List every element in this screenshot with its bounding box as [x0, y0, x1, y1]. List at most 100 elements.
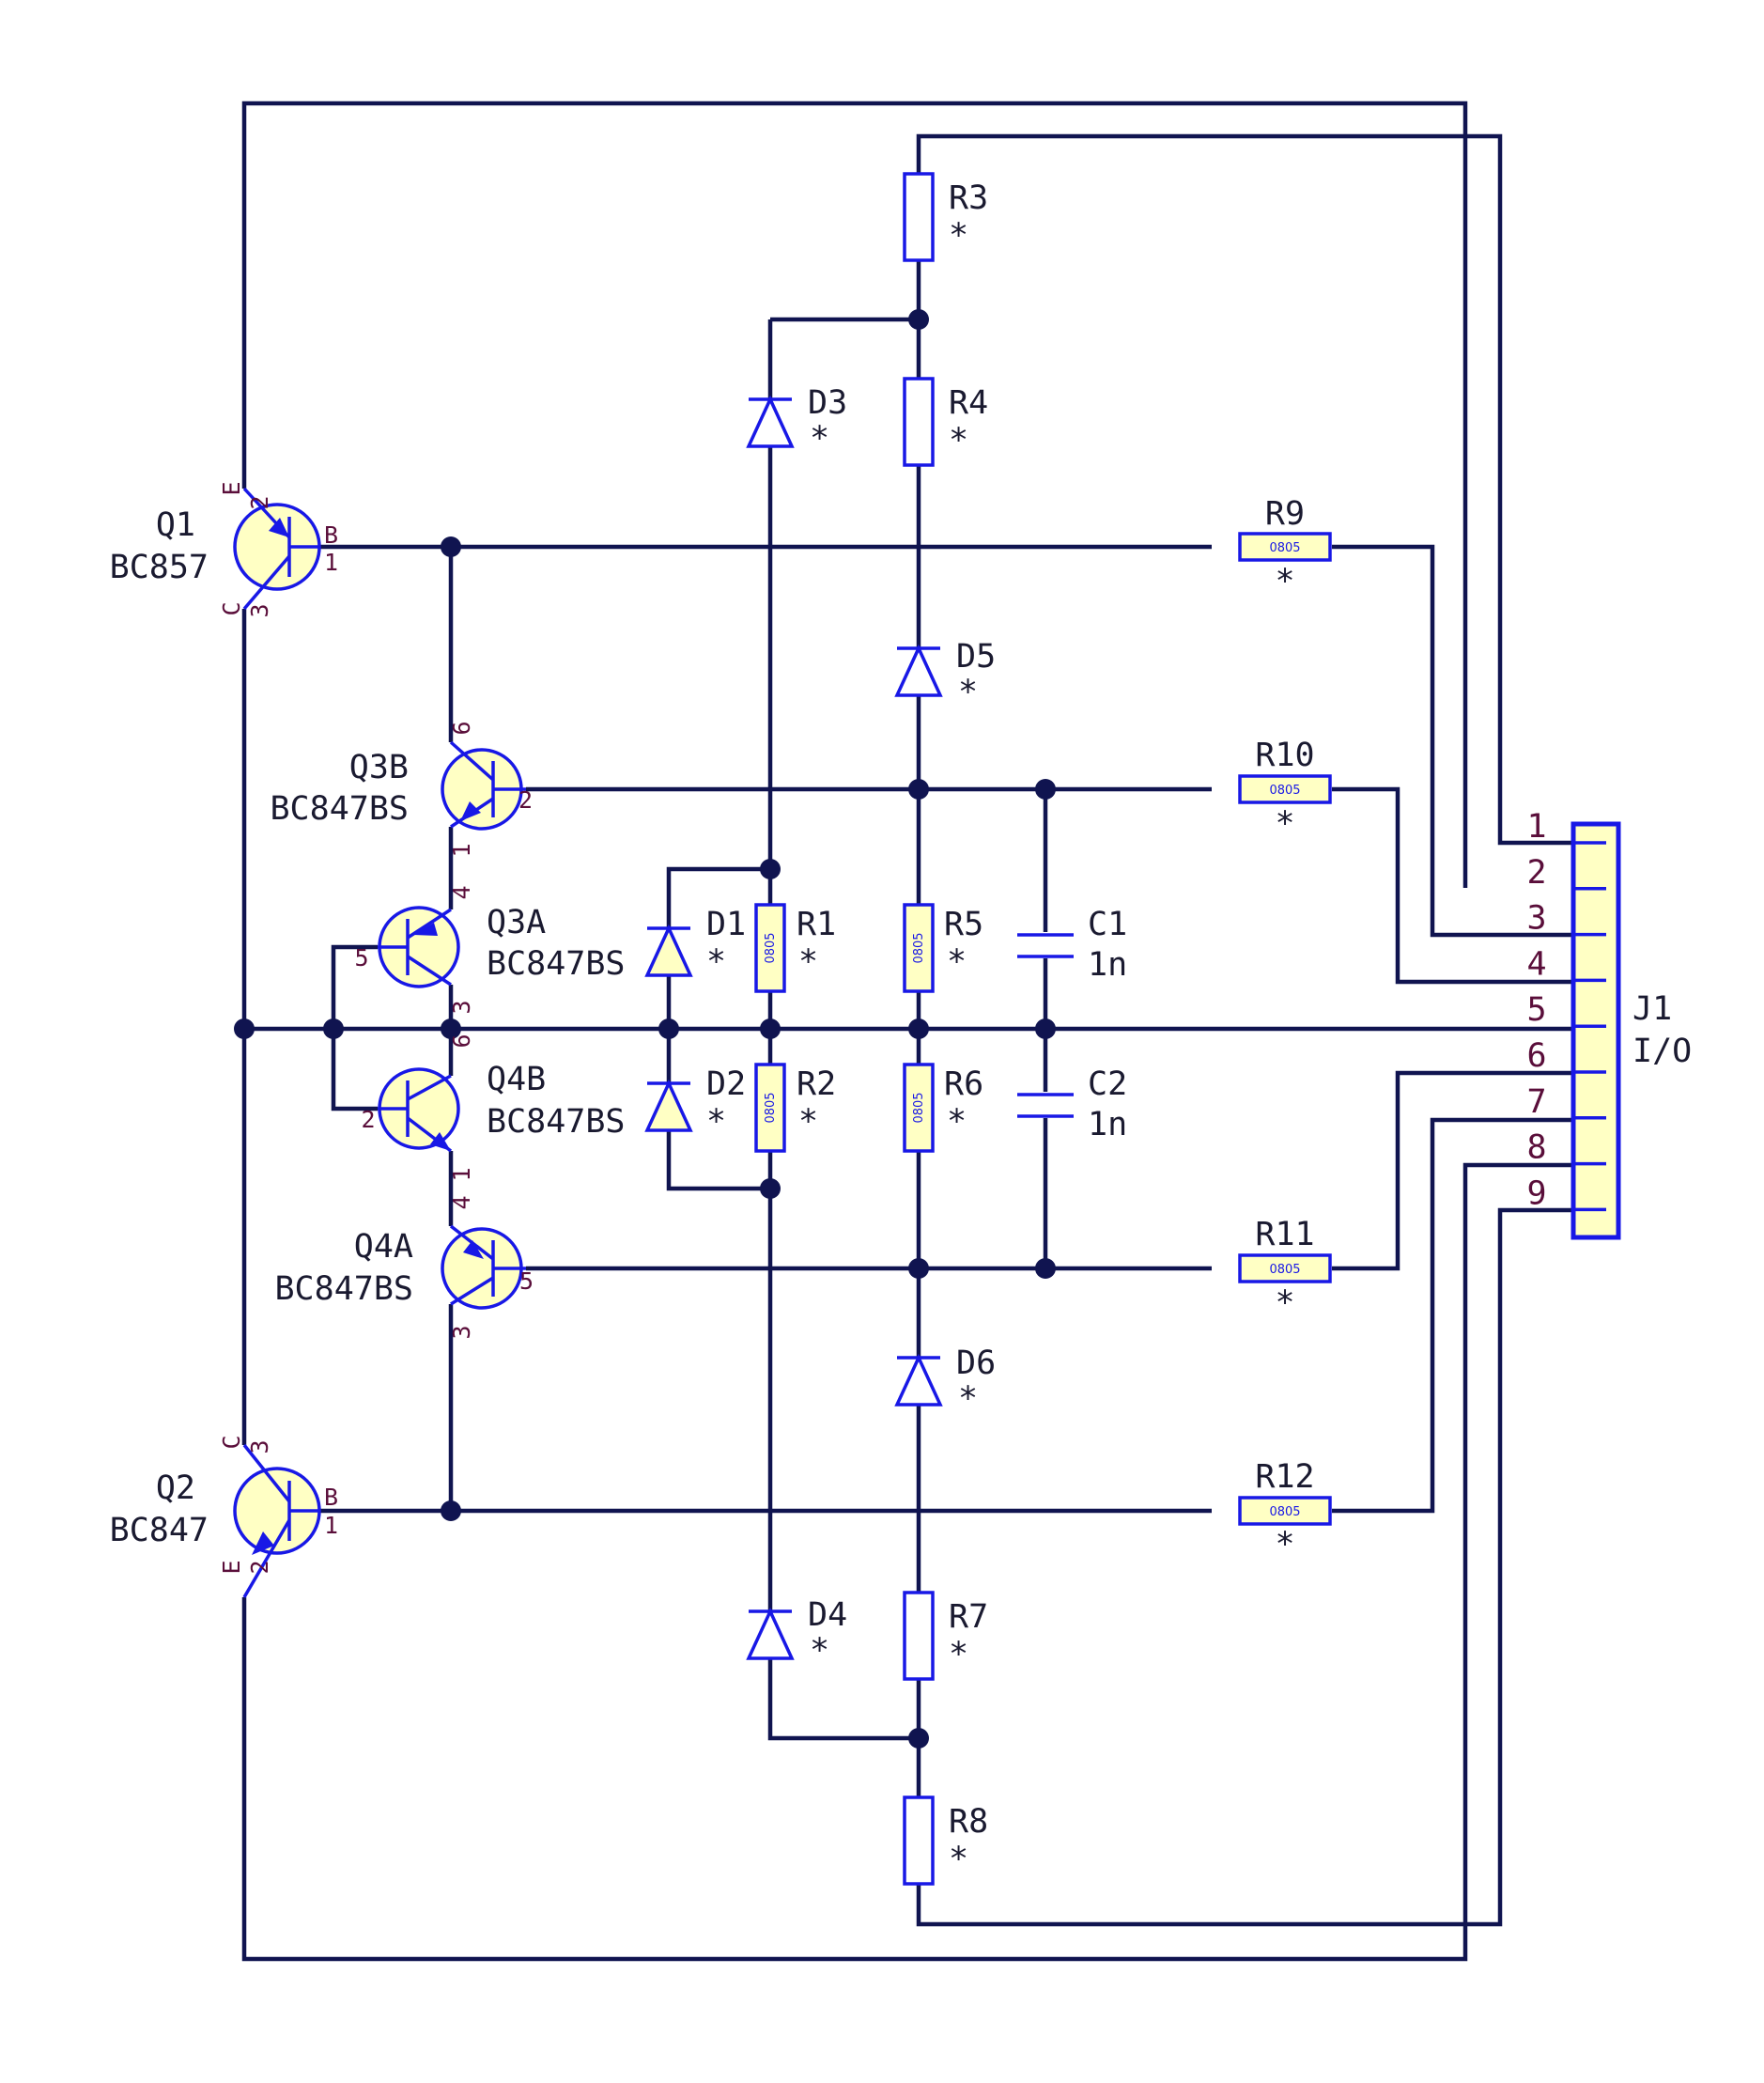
q1-pin-e: 2 — [246, 495, 273, 509]
r1-footprint: 0805 — [764, 932, 778, 963]
d1-value: * — [706, 943, 726, 981]
d2-triangle — [644, 1079, 693, 1132]
junction-dot — [658, 1018, 679, 1039]
q2-value: BC847 — [110, 1512, 209, 1549]
q3b-pin-e: 1 — [448, 843, 475, 857]
j1-body — [1571, 821, 1621, 1240]
r12-footprint: 0805 — [1269, 1505, 1300, 1519]
r5-ref: R5 — [944, 906, 983, 943]
r5-body — [903, 903, 935, 993]
j1-value: I/O — [1632, 1033, 1692, 1070]
d2-value: * — [706, 1103, 726, 1141]
wire-outer-loop-bottom — [241, 1162, 1573, 1962]
q2-pin-e: 2 — [246, 1560, 273, 1574]
r11-ref: R11 — [1255, 1216, 1314, 1253]
transistor-q3b: Q3B BC847BS 6 2 1 — [270, 721, 533, 857]
r10-footprint: 0805 — [1269, 784, 1300, 798]
q3b-value: BC847BS — [270, 790, 409, 828]
wire-r11-pin6 — [1332, 1070, 1573, 1271]
junction-dot — [441, 536, 461, 557]
r6-value: * — [947, 1103, 967, 1141]
diode-d1: D1 * — [644, 906, 746, 981]
junction-dot — [760, 1018, 781, 1039]
j1-pin-number: 3 — [1526, 900, 1546, 938]
q4b-pin-b: 2 — [361, 1106, 375, 1133]
d4-value: * — [810, 1632, 829, 1670]
r12-body — [1238, 1496, 1332, 1526]
j1-pin-number: 2 — [1526, 854, 1546, 892]
q4b-pin-c: 6 — [448, 1034, 475, 1048]
junction-dot — [1035, 1258, 1056, 1279]
r5-value: * — [947, 943, 967, 981]
q2-ref: Q2 — [156, 1469, 195, 1507]
wire-pin1-top — [916, 133, 1573, 846]
d1-triangle — [644, 924, 693, 977]
d6-ref: D6 — [956, 1345, 996, 1382]
junction-dot — [908, 1018, 929, 1039]
r12-value: * — [1275, 1526, 1294, 1563]
q1-name-e: E — [218, 481, 245, 495]
r9-footprint: 0805 — [1269, 541, 1300, 555]
q4a-ref: Q4A — [354, 1228, 413, 1266]
j1-pin-number: 7 — [1526, 1083, 1546, 1121]
q4b-ref: Q4B — [487, 1061, 546, 1098]
d4-ref: D4 — [808, 1596, 847, 1634]
r3-ref: R3 — [949, 179, 988, 217]
q4a-arrow — [463, 1240, 484, 1259]
junction-dot — [441, 1018, 461, 1039]
resistor-r3: R3 * — [903, 172, 988, 262]
q3a-pin-e: 3 — [448, 1000, 475, 1014]
junction-dot — [760, 859, 781, 879]
q3a-emitter-leg — [407, 955, 452, 987]
q3a-value: BC847BS — [487, 945, 626, 983]
q1-name-c: C — [218, 601, 245, 615]
r12-ref: R12 — [1255, 1458, 1314, 1496]
wire-r12-pin7 — [1332, 1117, 1573, 1514]
r4-ref: R4 — [949, 384, 988, 422]
r2-value: * — [798, 1103, 818, 1141]
j1-pin-number: 1 — [1526, 808, 1546, 846]
r11-value: * — [1275, 1284, 1294, 1322]
wire-d4-col — [767, 1189, 919, 1741]
resistor-r1: 0805 R1 * — [754, 903, 836, 993]
q3a-collector-leg — [407, 908, 452, 940]
r3-value: * — [949, 217, 968, 255]
j1-pin-number: 5 — [1526, 991, 1546, 1029]
diode-d4: D4 * — [746, 1596, 847, 1670]
d2-ref: D2 — [706, 1065, 746, 1103]
diode-d3: D3 * — [746, 384, 847, 458]
j1-pin-number: 8 — [1526, 1129, 1546, 1167]
r7-ref: R7 — [949, 1598, 988, 1636]
q4a-pin-e: 3 — [448, 1325, 475, 1339]
c2-value: 1n — [1088, 1106, 1127, 1143]
q2-pin-c: 3 — [246, 1439, 273, 1453]
resistor-r9: 0805 R9 * — [1238, 495, 1332, 600]
r4-body — [903, 377, 935, 467]
q4a-value: BC847BS — [274, 1270, 413, 1308]
junction-dot — [234, 1018, 255, 1039]
q3b-emitter-arrow — [460, 801, 481, 821]
q2-name-e: E — [218, 1560, 245, 1574]
transistor-q1: Q1 BC857 2 E B 1 3 C — [110, 481, 338, 617]
r9-value: * — [1275, 563, 1294, 600]
q1-pin-b: 1 — [324, 549, 338, 576]
q4b-collector-leg — [407, 1074, 452, 1101]
junction-dot — [323, 1018, 344, 1039]
r1-body — [754, 903, 786, 993]
q2-emitter-leg — [242, 1519, 291, 1598]
wire-pin9-bottom — [916, 1207, 1573, 1927]
q1-collector-leg — [242, 554, 291, 611]
r11-body — [1238, 1253, 1332, 1283]
q4b-emitter-arrow — [430, 1132, 451, 1151]
r1-value: * — [798, 943, 818, 981]
q2-emitter-arrow — [252, 1531, 274, 1555]
r2-footprint: 0805 — [764, 1092, 778, 1123]
junction-dot — [1035, 1018, 1056, 1039]
junction-dot — [908, 1258, 929, 1279]
r2-body — [754, 1063, 786, 1153]
resistor-r11: 0805 R11 * — [1238, 1216, 1332, 1322]
r10-ref: R10 — [1255, 737, 1314, 774]
q3b-collector-leg — [449, 740, 495, 782]
